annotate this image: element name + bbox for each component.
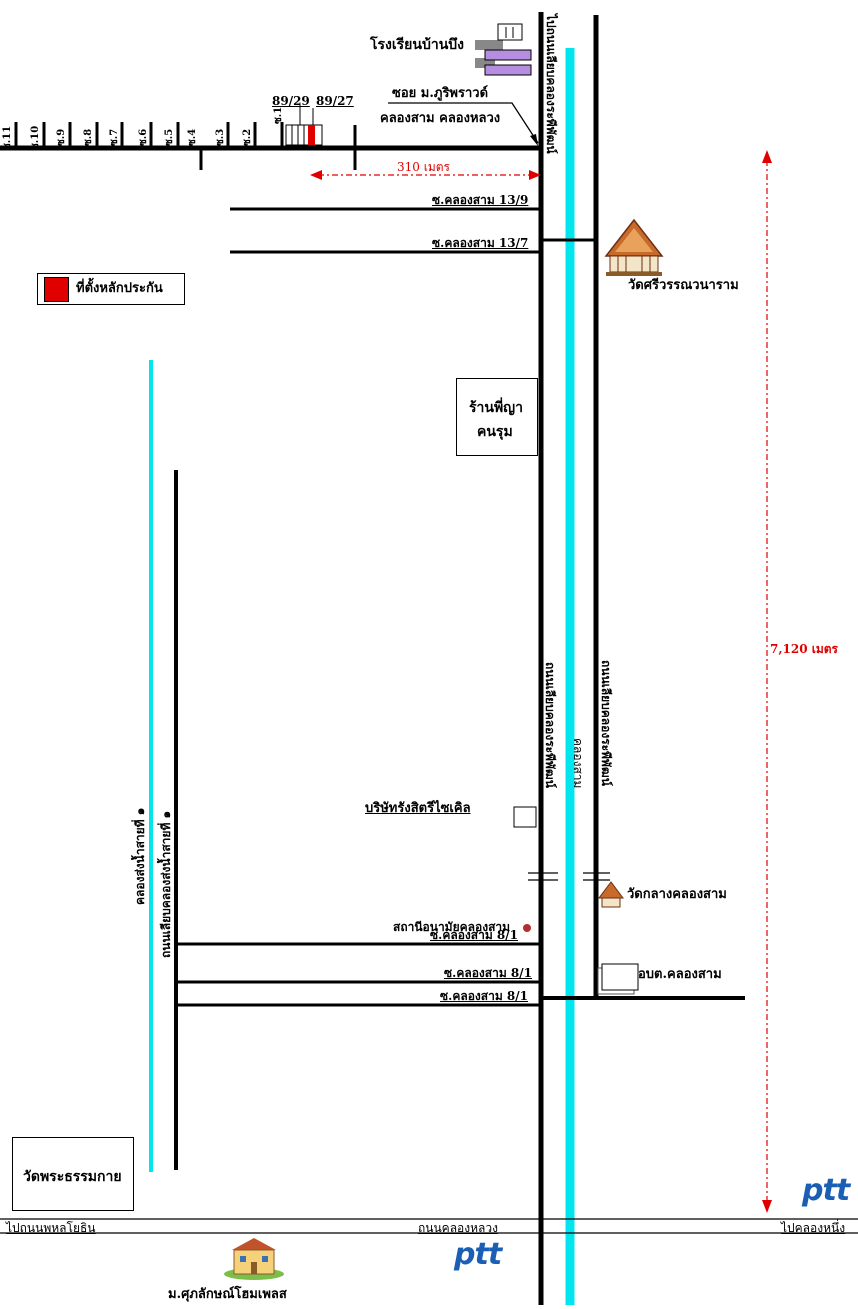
shop-label-line2: คนรุม xyxy=(477,424,513,440)
sao-label: อบต.คลองสาม xyxy=(638,967,722,982)
soi-5-label: ซ.5 xyxy=(164,128,175,146)
road-8-1a-label: ซ.คลองสาม 8/1 xyxy=(430,928,519,942)
temple-mid-label: วัดกลางคลองสาม xyxy=(627,887,727,902)
soi-4-label: ซ.4 xyxy=(187,128,198,146)
road-13-9-label: ซ.คลองสาม 13/9 xyxy=(432,193,529,207)
canal-left-label: คลองส่งน้ำสายที่ ๑ xyxy=(133,807,147,905)
shop-box: ร้านพี่ญา คนรุม xyxy=(456,378,538,456)
road-east-label: ถนนเลียบคลองระพีพัฒน์ xyxy=(599,660,613,786)
canal-label: คลองสาม xyxy=(571,738,585,789)
soi-6-label: ซ.6 xyxy=(138,128,149,146)
soi-2-label: ซ.2 xyxy=(242,128,253,146)
school-label: โรงเรียนบ้านบึง xyxy=(370,37,464,53)
ptt-logo-right: ptt xyxy=(802,1173,850,1208)
collateral-marker xyxy=(308,125,315,145)
soi-10-label: ซ.10 xyxy=(30,125,41,150)
soi-9-label: ซ.9 xyxy=(56,128,67,146)
soi-7-label: ซ.7 xyxy=(109,128,120,146)
plot-89-27-label: 89/27 xyxy=(316,94,354,108)
ptt-logo-bottom: ptt xyxy=(454,1237,502,1272)
health-station-icon xyxy=(523,924,531,932)
soi-name-label: ซอย ม.ภูริพราวด์ xyxy=(392,86,489,101)
soi-8-label: ซ.8 xyxy=(83,128,94,146)
soi-11-label: ซ.11 xyxy=(2,125,13,150)
distance-7120-label: 7,120 เมตร xyxy=(770,642,839,656)
wat-dhammakaya-box: วัดพระธรรมกาย xyxy=(12,1137,134,1211)
to-phahon-label: ไปถนนพหลโยธิน xyxy=(6,1221,96,1235)
company-box xyxy=(513,806,537,828)
plot-row xyxy=(285,104,323,146)
temple-top-label: วัดศรีวรรณวนาราม xyxy=(628,278,739,293)
company-label: บริษัทรังสิตรีไซเคิล xyxy=(365,801,471,816)
village-icon xyxy=(224,1238,284,1280)
health-station-label: สถานีอนามัยคลองสาม xyxy=(393,920,511,934)
soi-1-label: ซ.1 xyxy=(273,106,284,124)
soi-3-label: ซ.3 xyxy=(215,128,226,146)
village-label: ม.ศุภลักษณ์โฮมเพลส xyxy=(168,1287,287,1302)
temple-mid-icon xyxy=(598,881,624,908)
legend-box: ที่ตั้งหลักประกัน xyxy=(37,273,185,305)
bridge-marks xyxy=(528,872,610,881)
temple-top-icon xyxy=(604,218,664,276)
shop-label-line1: ร้านพี่ญา xyxy=(469,400,523,416)
soi-pointer-arrow xyxy=(388,102,539,146)
road-8-1b-label: ซ.คลองสาม 8/1 xyxy=(444,966,533,980)
road-8-1c-label: ซ.คลองสาม 8/1 xyxy=(440,989,529,1003)
distance-310-line xyxy=(310,170,541,180)
plot-89-29-label: 89/29 xyxy=(272,94,310,108)
road-13-7-label: ซ.คลองสาม 13/7 xyxy=(432,236,529,250)
sao-office-icon xyxy=(597,963,639,995)
distance-310-label: 310 เมตร xyxy=(397,160,450,174)
distance-7120-line xyxy=(762,150,772,1213)
road-left-label: ถนนเลียบคลองส่งน้ำสายที่ ๑ xyxy=(159,810,173,958)
wat-dhammakaya-label: วัดพระธรรมกาย xyxy=(23,1169,122,1185)
to-khlong-nueng-label: ไปคลองหนึ่ง xyxy=(781,1221,846,1235)
to-road-label: ไปถนนเลียบคลองระพีพัฒน์ xyxy=(544,14,558,154)
legend-label: ที่ตั้งหลักประกัน xyxy=(76,281,163,296)
road-west-label: ถนนเลียบคลองระพีพัฒน์ xyxy=(543,662,557,788)
canal-names-label: คลองสาม คลองหลวง xyxy=(380,111,501,126)
legend-marker xyxy=(44,277,69,302)
soi-ticks xyxy=(14,122,357,170)
school-icon xyxy=(475,23,532,76)
main-road-label: ถนนคลองหลวง xyxy=(418,1221,498,1235)
